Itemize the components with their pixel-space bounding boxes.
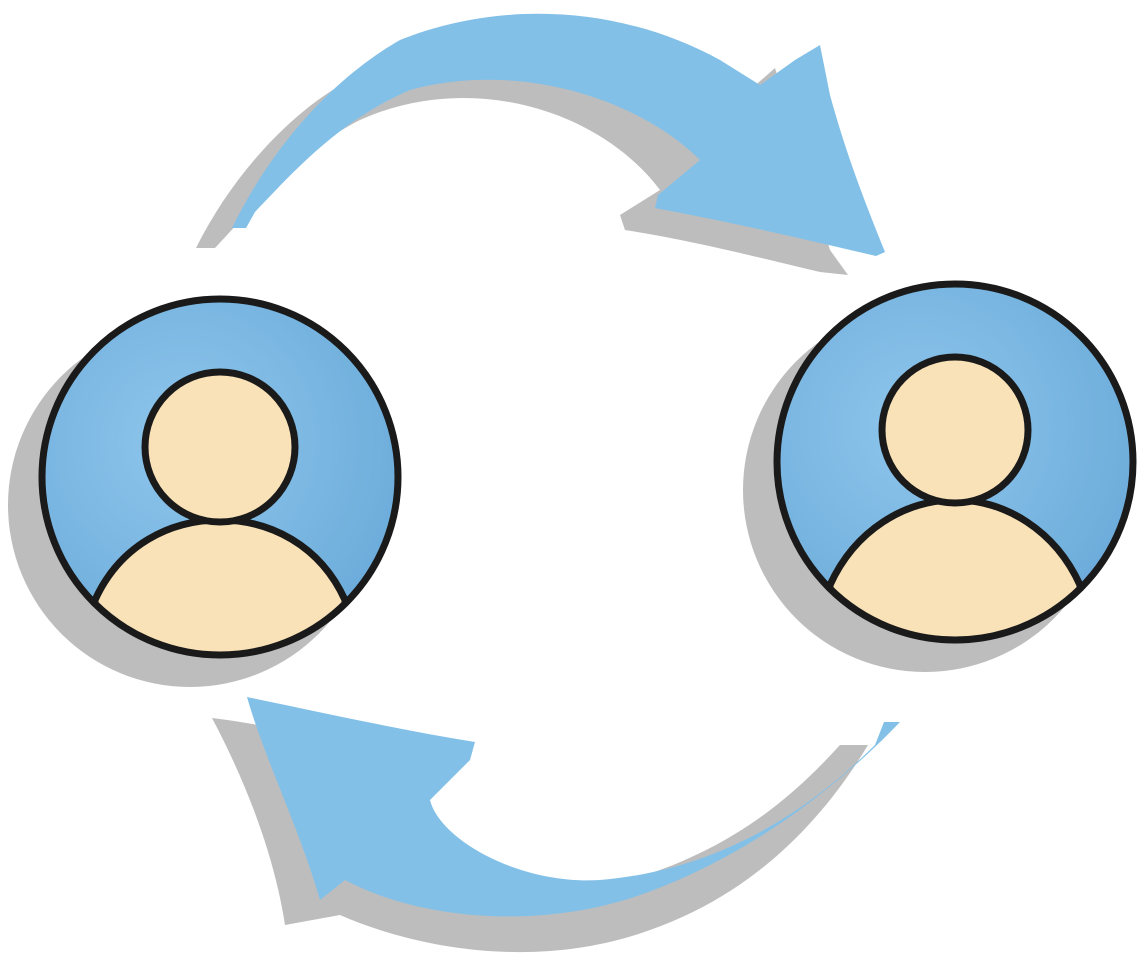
- bottom-curved-arrow-icon: [212, 697, 900, 953]
- right-person-icon: [826, 353, 1084, 640]
- bottom-arrow: [247, 697, 900, 917]
- left-avatar-ring: [38, 295, 402, 659]
- left-person-head: [141, 368, 299, 526]
- top-curved-arrow-icon: [196, 13, 885, 275]
- right-person-head: [878, 353, 1032, 507]
- top-arrow: [232, 13, 885, 257]
- right-avatar-ring: [773, 280, 1137, 644]
- right-user-avatar-icon: [743, 280, 1137, 672]
- left-user-avatar-icon: [8, 295, 402, 687]
